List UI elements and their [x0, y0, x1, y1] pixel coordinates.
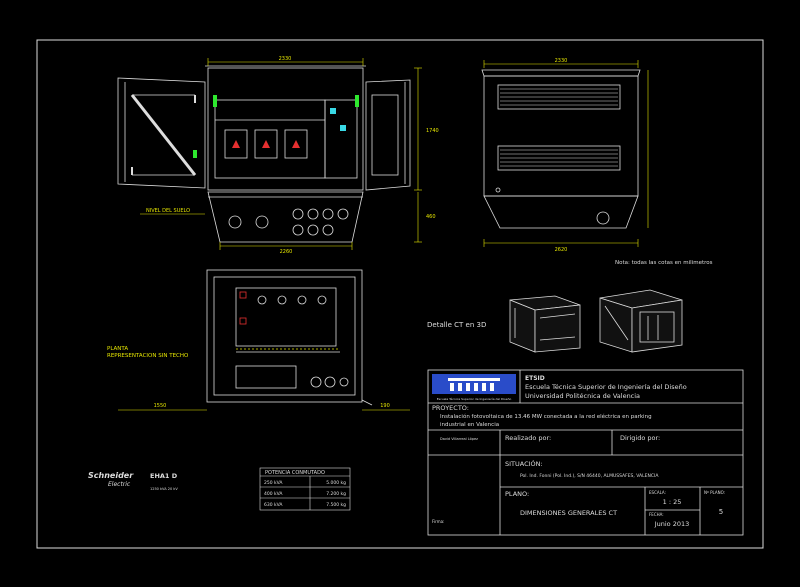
side-view — [481, 69, 641, 229]
made-by-label: Realizado por: — [505, 434, 551, 442]
power-row-1-a: 250 kVA — [264, 480, 283, 486]
school-logo-mark — [448, 378, 500, 391]
detail-3d-open — [599, 289, 683, 353]
power-row-3-a: 630 kVA — [264, 502, 283, 508]
side-width-top: 2330 — [555, 58, 568, 64]
logo-caption: Escuela Técnica Superior de Ingeniería d… — [437, 397, 512, 401]
front-width-bottom: 2260 — [280, 249, 293, 255]
power-row-2-b: 7.200 kg — [326, 491, 346, 497]
school-line1: Escuela Técnica Superior de Ingeniería d… — [525, 383, 687, 391]
power-row-2-a: 400 kVA — [264, 491, 283, 497]
power-row-3-b: 7.500 kg — [326, 502, 346, 508]
brand-model: EHA1 D — [150, 472, 178, 480]
front-view — [117, 65, 411, 243]
school-line2: Universidad Politécnica de Valencia — [525, 392, 640, 400]
title-block-grid — [427, 369, 744, 536]
plan-view — [206, 269, 373, 406]
brand-name: Schneider — [88, 471, 134, 480]
directed-by-label: Dirigido por: — [620, 434, 660, 442]
plan-subtitle: REPRESENTACION SIN TECHO — [107, 353, 189, 359]
side-dimensions — [483, 60, 649, 247]
brand-model-sub: 1250 kVA 20 kV — [150, 487, 178, 491]
front-height: 1740 — [426, 128, 439, 134]
situation-label: SITUACIÓN: — [505, 459, 543, 468]
side-width-bottom: 2620 — [555, 247, 568, 253]
sheet-value: 5 — [719, 508, 723, 516]
date-label: FECHA: — [649, 512, 664, 517]
front-view-details — [193, 95, 359, 236]
author-name: David Villarreal López — [440, 437, 478, 441]
plan-label: PLANO: — [505, 490, 529, 498]
plan-right-dim: 190 — [380, 403, 390, 409]
power-row-1-b: 5.000 kg — [326, 480, 346, 486]
sheet-label: Nº PLANO: — [704, 490, 725, 495]
detail-3d-label: Detalle CT en 3D — [427, 321, 486, 329]
note-text: Nota: todas las cotas en milimetros — [615, 260, 713, 266]
side-vents — [500, 88, 618, 167]
situation-text: Pol. Ind. Fonni (Pol. Ind.), S/N 46440, … — [520, 473, 659, 479]
plan-details — [236, 291, 340, 350]
signature-label: Firma: — [432, 519, 444, 524]
front-dimensions — [140, 58, 422, 250]
sheet-border — [36, 39, 764, 549]
power-table-grid — [259, 467, 351, 511]
brand-sub: Electric — [108, 481, 131, 488]
scale-value: 1 : 25 — [663, 498, 682, 506]
project-line1: Instalación fotovoltaica de 13.46 MW con… — [440, 413, 652, 420]
ground-level-label: NIVEL DEL SUELO — [146, 208, 190, 214]
project-label: PROYECTO: — [432, 404, 469, 412]
front-width-top: 2330 — [279, 56, 292, 62]
plan-title: PLANTA — [107, 346, 128, 352]
detail-3d-closed — [509, 295, 581, 353]
school-short: ETSID — [525, 375, 545, 382]
date-value: Junio 2013 — [654, 520, 690, 528]
front-base: 460 — [426, 214, 436, 220]
power-table-header: POTENCIA CONMUTADO — [265, 470, 325, 476]
plan-left-dim: 1550 — [154, 403, 167, 409]
project-line2: industrial en Valencia — [440, 422, 499, 428]
scale-label: ESCALA: — [649, 490, 666, 495]
plan-name: DIMENSIONES GENERALES CT — [520, 509, 617, 517]
